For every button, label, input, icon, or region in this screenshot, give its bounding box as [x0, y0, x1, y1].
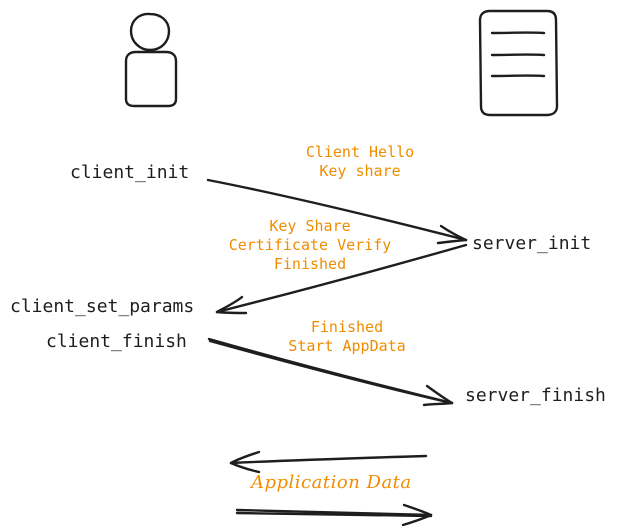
client-set-params-label: client_set_params [10, 296, 195, 317]
message-line: Certificate Verify [228, 236, 392, 254]
message-line: Finished [273, 255, 347, 273]
message-line: Client Hello [305, 143, 415, 161]
application-data-label: Application Data [251, 472, 412, 493]
message-line: Key Share [269, 217, 351, 235]
client-finish-label: client_finish [46, 331, 187, 352]
message-line: Start AppData [288, 337, 406, 355]
server-finish-label: server_finish [465, 385, 606, 406]
message-key-share: Key Share Certificate Verify Finished [220, 217, 400, 274]
server-icon [478, 9, 559, 117]
arrow-client-hello [206, 178, 468, 245]
user-icon [124, 12, 178, 108]
message-finished: Finished Start AppData [277, 318, 417, 356]
message-line: Finished [310, 318, 384, 336]
server-init-label: server_init [472, 233, 592, 254]
client-init-label: client_init [70, 162, 190, 183]
message-line: Key share [319, 162, 401, 180]
arrow-key-share [215, 243, 468, 315]
arrow-app-data-to-client [229, 450, 428, 474]
arrow-finished [207, 337, 454, 407]
arrow-app-data-to-server [235, 503, 433, 526]
message-client-hello: Client Hello Key share [290, 143, 430, 181]
